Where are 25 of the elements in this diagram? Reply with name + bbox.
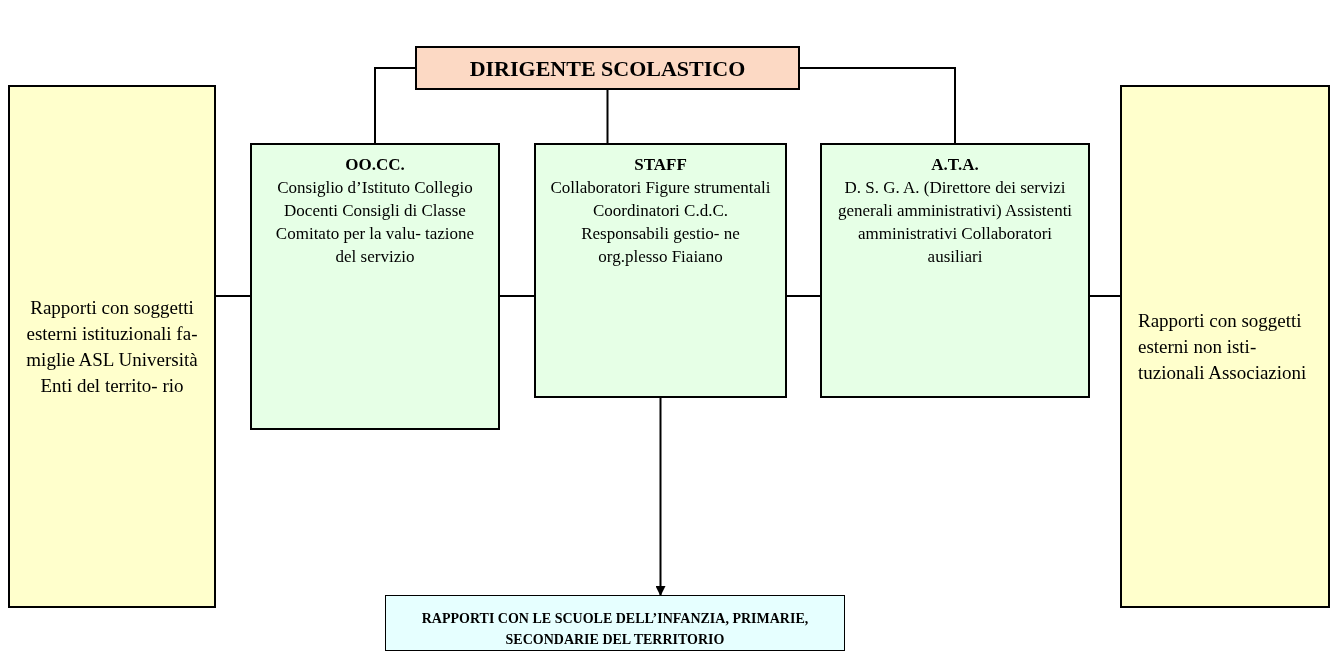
box-heading: A.T.A. [930,154,980,176]
connector-line [606,89,609,144]
connector-line [215,295,251,297]
department-box [534,143,787,398]
title-box [415,46,800,90]
box-heading: OO.CC. [344,154,406,176]
side-box [8,85,216,608]
box-text: Rapporti con soggetti esterni istituzionali fa- miglie ASL Università Enti del territo- rio [25,295,199,398]
connector-line [786,295,821,297]
box-text: Rapporti con soggetti esterni non isti- tuzionali Associazioni [1138,308,1308,385]
department-box [820,143,1090,398]
connector-line [374,67,416,144]
arrow [655,397,666,596]
connector-line [499,295,535,297]
box-text: Consiglio d’Istituto Collegio Docenti Consigli di Classe Comitato per la valu- tazione del servizio [274,177,476,268]
department-box [250,143,500,430]
relations-box [385,595,845,651]
connector-line [1089,295,1121,297]
box-heading: STAFF [633,154,688,176]
connector-line [799,67,956,144]
box-text: DIRIGENTE SCOLASTICO [469,54,746,83]
side-box [1120,85,1330,608]
box-text: RAPPORTI CON LE SCUOLE DELL’INFANZIA, PRIMARIE, SECONDARIE DEL TERRITORIO [421,611,809,647]
box-text: Collaboratori Figure strumentali Coordinatori C.d.C. Responsabili gestio- ne org.plesso Fiaiano [549,177,772,268]
box-text: D. S. G. A. (Direttore dei servizi generali amministrativi) Assistenti amministrativi Collaboratori ausiliari [836,177,1074,268]
